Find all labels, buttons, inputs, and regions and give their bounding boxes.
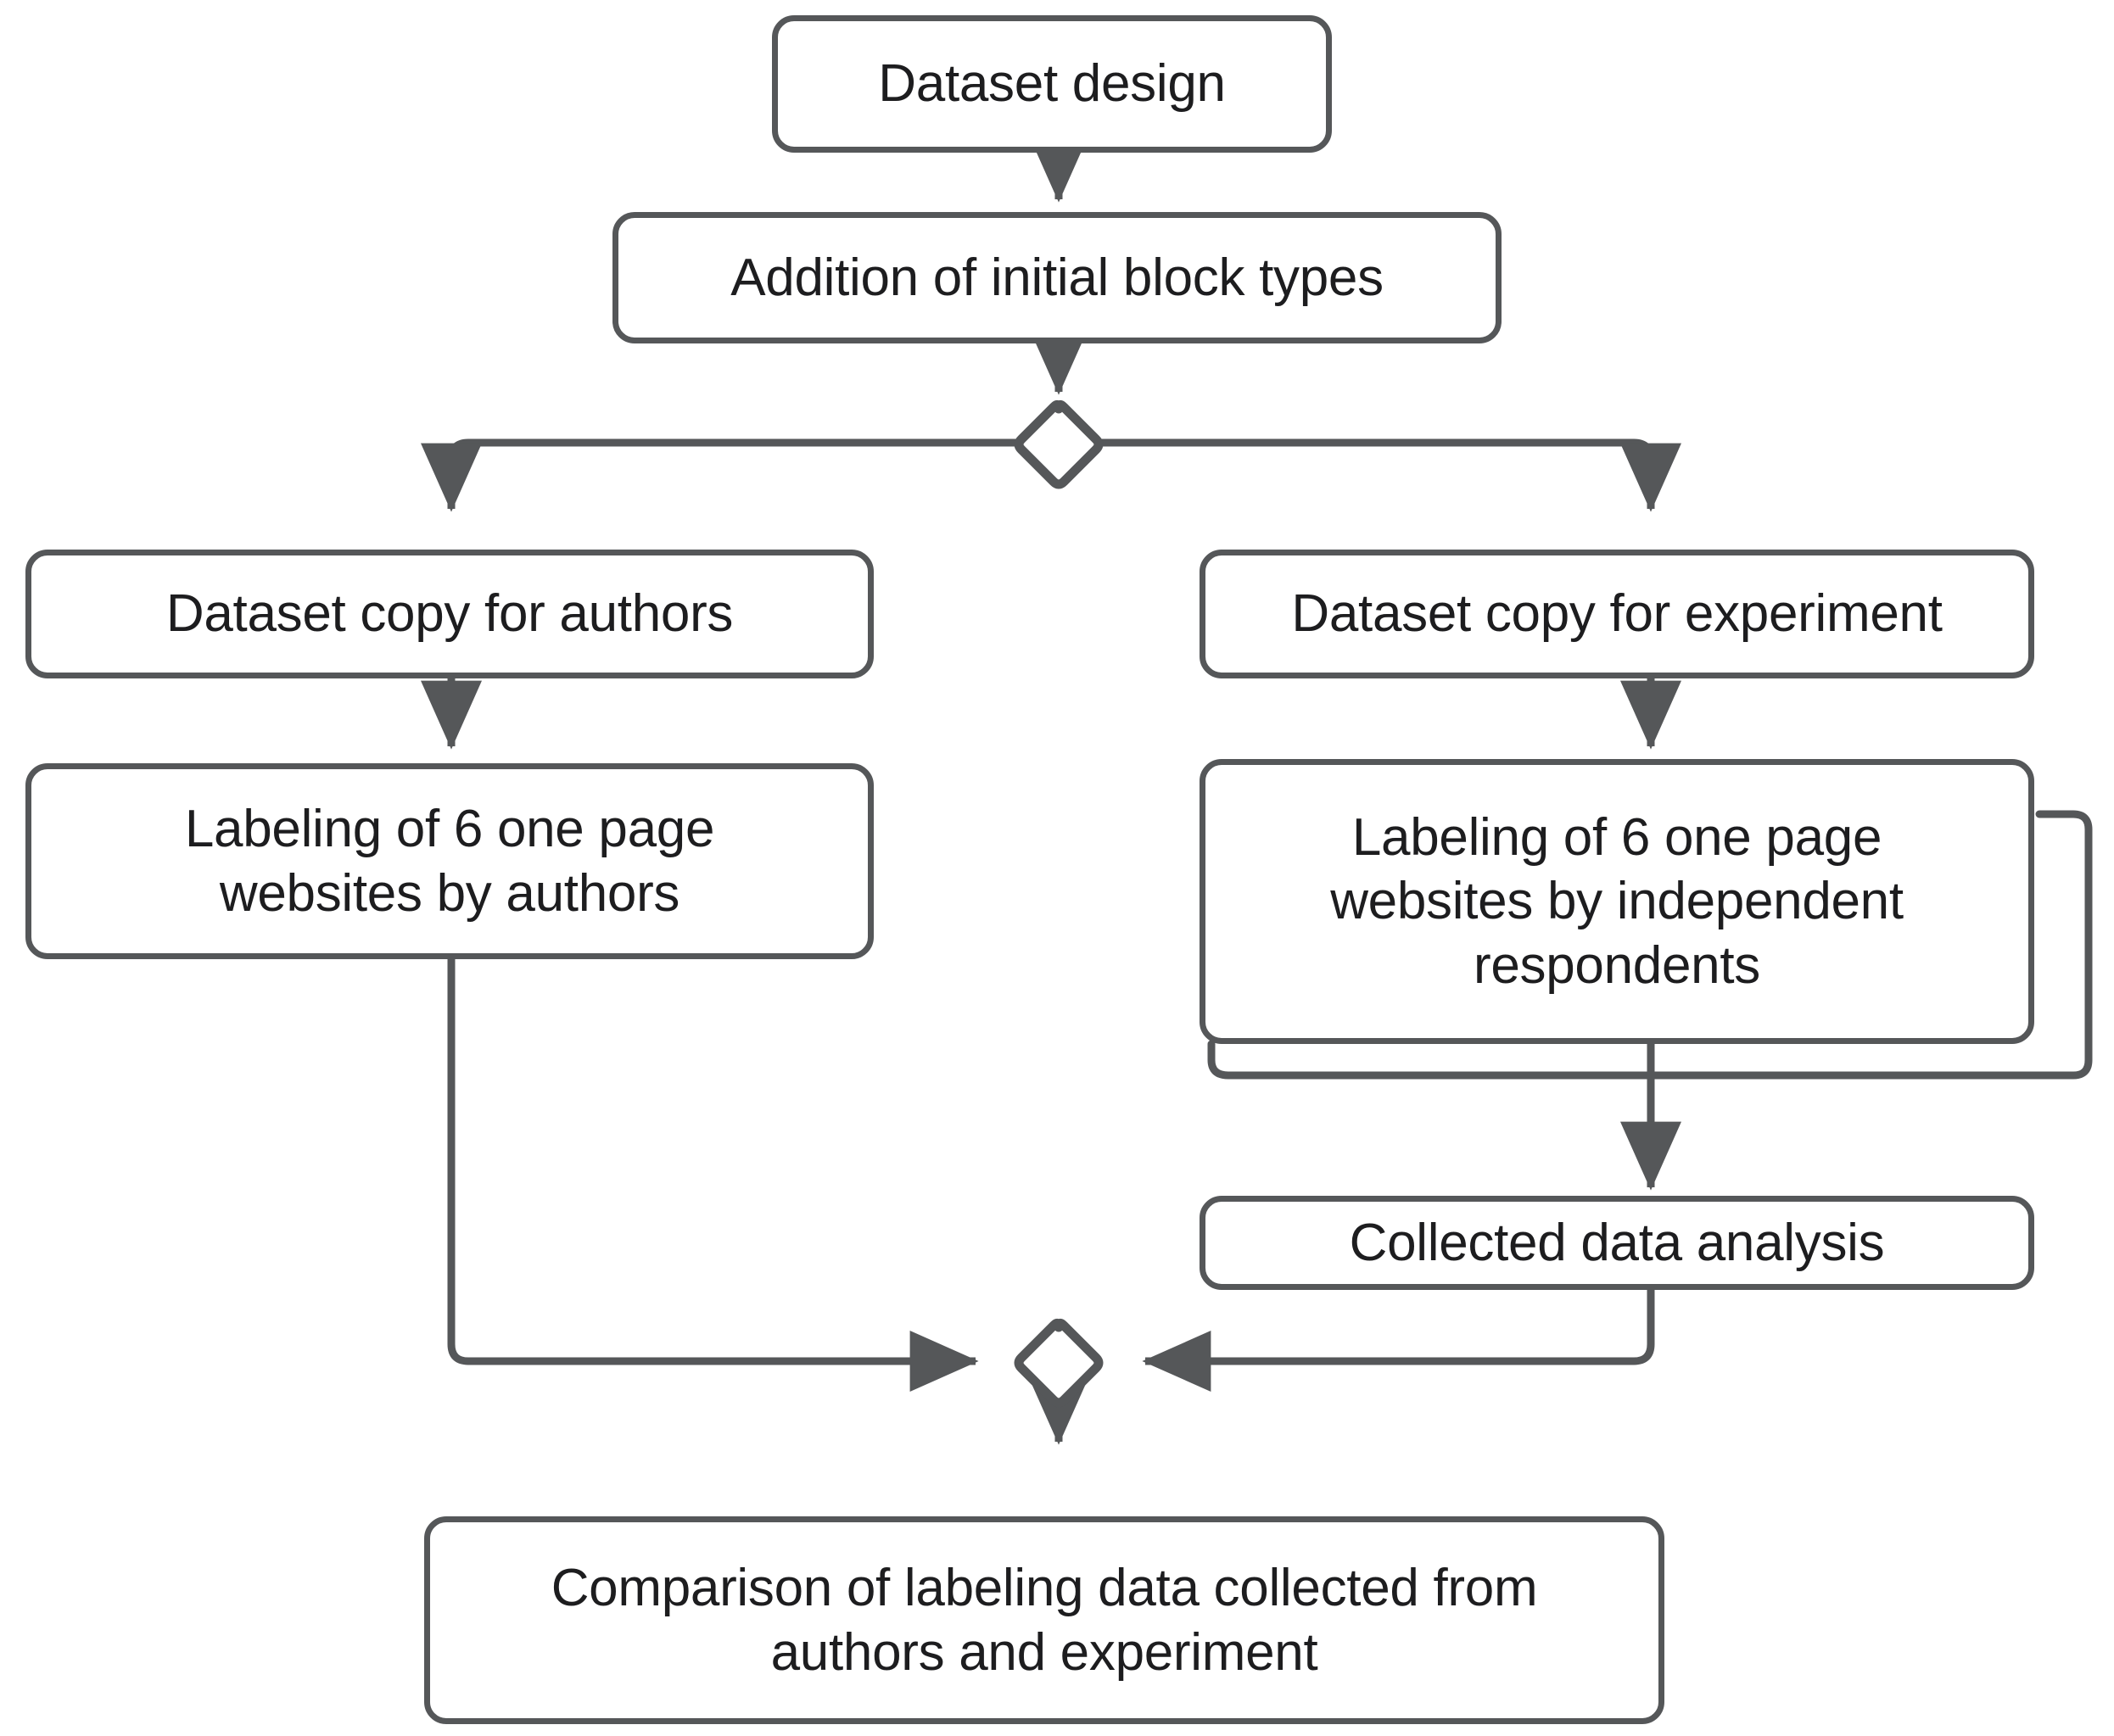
node-comparison-result[interactable]: Comparison of labeling data collected fr…: [424, 1516, 1664, 1724]
node-addition-initial-block-types[interactable]: Addition of initial block types: [612, 212, 1502, 343]
node-dataset-design-label: Dataset design: [878, 54, 1226, 114]
node-dataset-copy-authors[interactable]: Dataset copy for authors: [25, 550, 874, 678]
node-collected-data-analysis-label: Collected data analysis: [1349, 1213, 1885, 1272]
edge-authors-labeling-to-merge: [447, 959, 979, 1392]
edge-respondents-loopback: [1207, 810, 2093, 1080]
fork-decision-node[interactable]: [1014, 399, 1104, 489]
merge-decision-node[interactable]: [1014, 1318, 1104, 1408]
node-labeling-by-authors[interactable]: Labeling of 6 one page websites by autho…: [25, 763, 874, 959]
node-labeling-by-respondents-label: Labeling of 6 one page websites by indep…: [1330, 807, 1904, 995]
edge-fork-to-authors-copy: [421, 438, 1018, 512]
node-addition-initial-block-types-label: Addition of initial block types: [730, 248, 1384, 307]
edge-fork-to-experiment-copy: [1099, 438, 1681, 512]
node-labeling-by-authors-label: Labeling of 6 one page websites by autho…: [184, 799, 715, 923]
node-comparison-result-label: Comparison of labeling data collected fr…: [551, 1558, 1538, 1682]
node-dataset-copy-experiment[interactable]: Dataset copy for experiment: [1200, 550, 2034, 678]
edge-analysis-to-merge: [1142, 1290, 1655, 1392]
node-dataset-copy-experiment-label: Dataset copy for experiment: [1291, 584, 1943, 644]
node-dataset-copy-authors-label: Dataset copy for authors: [165, 584, 734, 644]
node-dataset-design[interactable]: Dataset design: [772, 15, 1332, 153]
node-collected-data-analysis[interactable]: Collected data analysis: [1200, 1196, 2034, 1290]
node-labeling-by-respondents[interactable]: Labeling of 6 one page websites by indep…: [1200, 759, 2034, 1044]
